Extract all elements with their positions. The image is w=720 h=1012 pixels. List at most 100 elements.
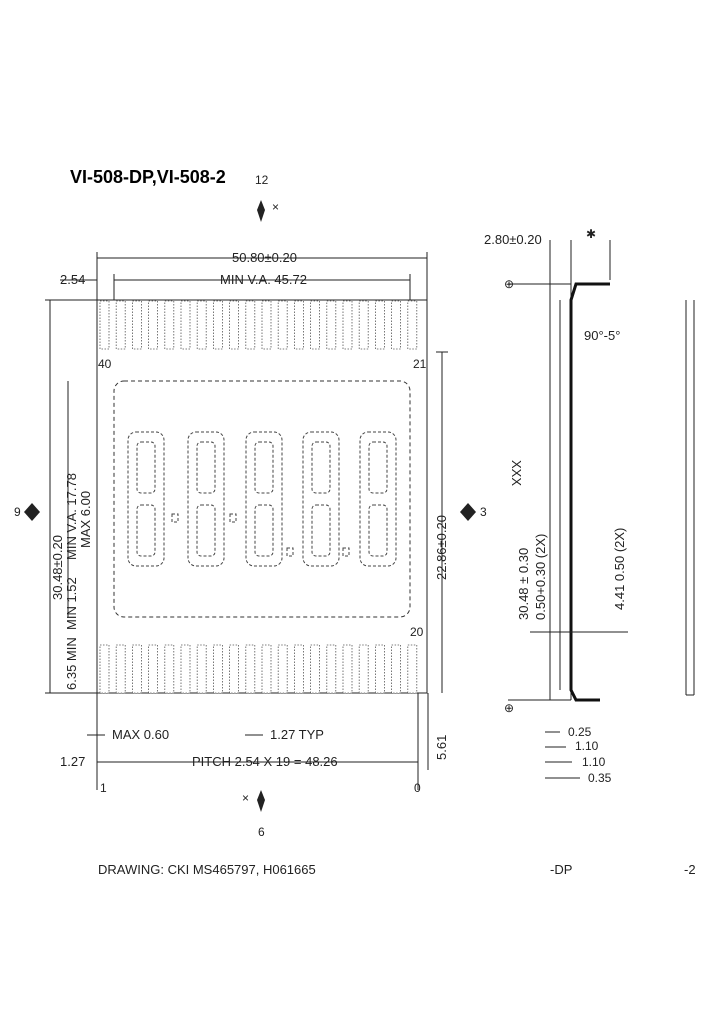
- right-marker-label: 3: [480, 505, 487, 519]
- svg-text:⊕: ⊕: [504, 701, 514, 715]
- digit: [302, 431, 340, 567]
- side-angle-dim: 90°-5°: [584, 328, 620, 343]
- pin: [326, 644, 337, 694]
- pin: [180, 300, 191, 350]
- right-orientation-marker: 3: [460, 503, 487, 521]
- pin: [245, 644, 256, 694]
- drawing-title: VI-508-DP,VI-508-2: [70, 167, 226, 187]
- digit: [187, 431, 225, 567]
- max-digit-height-dim: MAX 6.00: [78, 491, 93, 548]
- lead-dim-2: 1.10: [575, 739, 599, 753]
- pin: [229, 644, 240, 694]
- digit-lower-segment: [196, 504, 216, 557]
- pitch-offset-dim: 1.27: [60, 754, 85, 769]
- digit-upper-segment: [368, 441, 388, 494]
- pin: [407, 300, 418, 350]
- pin: [180, 644, 191, 694]
- left-edge-offset-dim: 2.54: [60, 272, 85, 287]
- pin: [164, 300, 175, 350]
- side-view: 2.80±0.20 ✱ ⊕ ⊕ 90°-5° XXX 30.48 ± 0.30 …: [484, 227, 695, 785]
- svg-text:⊕: ⊕: [504, 277, 514, 291]
- side-label-2: -2: [684, 862, 696, 877]
- decimal-point: [286, 547, 294, 557]
- pin: [358, 644, 369, 694]
- bottom-marker-arrow-icon: [257, 790, 265, 812]
- lcd-glass-outline: [96, 299, 428, 694]
- pin: [148, 300, 159, 350]
- pin: [99, 300, 110, 350]
- top-marker-arrow-icon: [257, 200, 265, 222]
- side-thickness-dim: 2.80±0.20: [484, 232, 542, 247]
- viewing-area-width-dim: MIN V.A. 45.72: [220, 272, 307, 287]
- pin: [342, 300, 353, 350]
- viewing-area-outline: [113, 380, 411, 618]
- digit-upper-segment: [196, 441, 216, 494]
- pin-label-top-left: 40: [98, 357, 112, 371]
- pin: [310, 644, 321, 694]
- pin: [374, 300, 385, 350]
- lead-dim-4: 0.35: [588, 771, 612, 785]
- bottom-pin-row: [99, 644, 418, 694]
- pin: [131, 644, 142, 694]
- pin: [212, 300, 223, 350]
- side-profile: [569, 282, 610, 702]
- left-marker-arrow-icon: [24, 503, 40, 521]
- pin: [293, 644, 304, 694]
- pin: [293, 300, 304, 350]
- side-height-3-dim: 4.41 0.50 (2X): [612, 528, 627, 610]
- pin: [326, 300, 337, 350]
- svg-text:×: ×: [272, 200, 279, 214]
- digit-upper-segment: [254, 441, 274, 494]
- bottom-marker-label: 6: [258, 825, 265, 839]
- left-marker-label: 9: [14, 505, 21, 519]
- digit-lower-segment: [368, 504, 388, 557]
- pin: [196, 300, 207, 350]
- center-height-dim: 22.86±0.20: [434, 515, 449, 580]
- pin: [148, 644, 159, 694]
- overall-height-dim: 30.48±0.20: [50, 535, 65, 600]
- right-dimensions: 22.86±0.20 5.61: [427, 351, 449, 770]
- digit-lower-segment: [311, 504, 331, 557]
- digit-upper-segment: [311, 441, 331, 494]
- pin: [374, 644, 385, 694]
- min-edge-gap-dim: MIN 1.52: [64, 577, 79, 630]
- side-height-1-dim: 30.48 ± 0.30: [516, 548, 531, 620]
- pin: [261, 644, 272, 694]
- pin: [407, 644, 418, 694]
- pin: [277, 644, 288, 694]
- svg-text:✱: ✱: [586, 227, 596, 241]
- side-tolerance-dim: XXX: [509, 460, 524, 486]
- height-dimensions: 30.48±0.20 MIN V.A. 17.78 MAX 6.00 MIN 1…: [45, 299, 97, 694]
- pin-dimensions: MAX 0.60 1.27 TYP 1.27 PITCH 2.54 X 19 =…: [60, 693, 421, 795]
- decimal-point: [342, 547, 350, 557]
- digit-lower-segment: [254, 504, 274, 557]
- digit: [127, 431, 165, 567]
- width-dimensions: 50.80±0.20 MIN V.A. 45.72 2.54: [60, 250, 428, 300]
- svg-text:0: 0: [414, 781, 421, 795]
- pin: [391, 300, 402, 350]
- top-marker-label: 12: [255, 173, 269, 187]
- digit-upper-segment: [136, 441, 156, 494]
- side-height-2-dim: 0.50+0.30 (2X): [533, 534, 548, 620]
- pin: [164, 644, 175, 694]
- bottom-orientation-marker: × 6: [242, 790, 265, 839]
- left-orientation-marker: 9: [14, 503, 40, 521]
- top-orientation-marker: 12 ×: [255, 173, 279, 222]
- right-marker-arrow-icon: [460, 503, 476, 521]
- pin-label-bottom-left: 1: [100, 781, 107, 795]
- pin-width-max-dim: MAX 0.60: [112, 727, 169, 742]
- pin: [229, 300, 240, 350]
- pin: [342, 644, 353, 694]
- pin: [115, 300, 126, 350]
- pin-side-dim: 5.61: [434, 735, 449, 760]
- pin-row-height-dim: 6.35 MIN: [64, 637, 79, 690]
- digit: [359, 431, 397, 567]
- pin: [99, 644, 110, 694]
- pin: [358, 300, 369, 350]
- pin: [131, 300, 142, 350]
- pin: [115, 644, 126, 694]
- decimal-point: [229, 513, 237, 523]
- side-label-dp: -DP: [550, 862, 572, 877]
- pin: [196, 644, 207, 694]
